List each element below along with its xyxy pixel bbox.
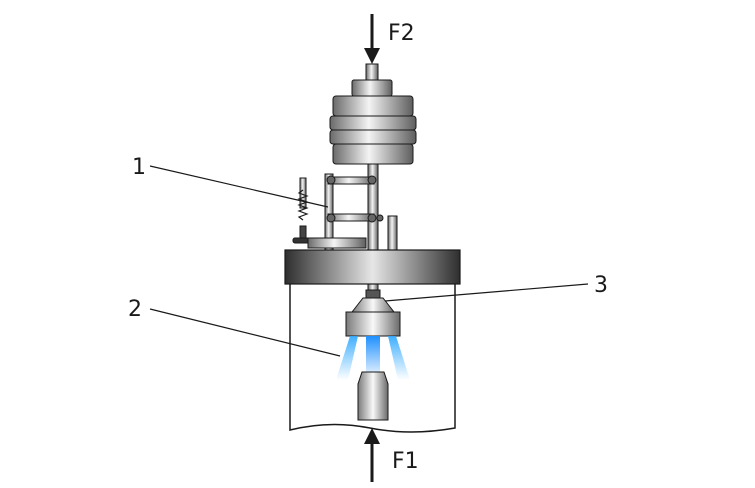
water-jets bbox=[336, 336, 410, 380]
callout-1: 1 bbox=[132, 155, 146, 180]
leader-line-1 bbox=[149, 165, 329, 208]
flange bbox=[284, 249, 461, 285]
force-f1-arrow bbox=[364, 428, 380, 482]
top-stem bbox=[365, 63, 379, 83]
leader-line-3 bbox=[384, 283, 589, 302]
leader-line-2 bbox=[149, 308, 341, 357]
force-f2-arrow bbox=[364, 14, 380, 64]
force-f2-label: F2 bbox=[388, 21, 415, 46]
force-f1-label: F1 bbox=[392, 449, 419, 474]
weight-stack bbox=[329, 79, 417, 165]
callout-2: 2 bbox=[128, 297, 142, 322]
callout-3: 3 bbox=[594, 273, 608, 298]
bottom-probe bbox=[357, 371, 389, 421]
nozzle-head bbox=[345, 289, 401, 337]
lever-mechanism bbox=[292, 173, 398, 255]
